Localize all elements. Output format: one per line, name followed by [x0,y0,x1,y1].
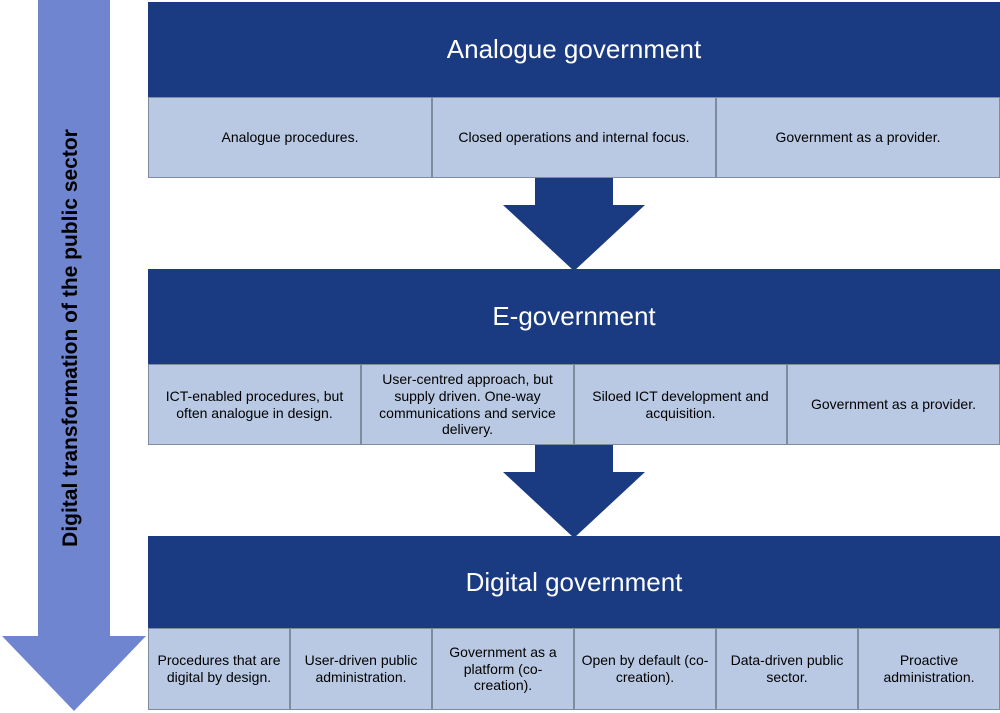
down-arrow [503,445,645,538]
stage-item: Government as a provider. [716,97,1000,178]
stage-item: Data-driven public sector. [716,628,858,710]
stage-item: Government as a platform (co-creation). [432,628,574,710]
stage-item: User-driven public administration. [290,628,432,710]
stage-e-government: E-government ICT-enabled procedures, but… [148,269,1000,445]
stage-items: Procedures that are digital by design. U… [148,628,1000,710]
stage-items: ICT-enabled procedures, but often analog… [148,364,1000,445]
stage-item: Procedures that are digital by design. [148,628,290,710]
stage-item: User-centred approach, but supply driven… [361,364,574,445]
stage-item: Analogue procedures. [148,97,432,178]
stage-title: E-government [148,269,1000,364]
side-arrow [2,0,146,711]
stage-item: Government as a provider. [787,364,1000,445]
stage-title: Analogue government [148,2,1000,97]
stage-digital-government: Digital government Procedures that are d… [148,536,1000,711]
side-label: Digital transformation of the public sec… [59,129,82,547]
stage-item: Proactive administration. [858,628,1000,710]
stage-items: Analogue procedures. Closed operations a… [148,97,1000,178]
stage-item: Siloed ICT development and acquisition. [574,364,787,445]
stage-analogue-government: Analogue government Analogue procedures.… [148,2,1000,178]
stage-item: ICT-enabled procedures, but often analog… [148,364,361,445]
stage-item: Open by default (co-creation). [574,628,716,710]
stage-item: Closed operations and internal focus. [432,97,716,178]
stage-title: Digital government [148,536,1000,628]
down-arrow [503,178,645,271]
